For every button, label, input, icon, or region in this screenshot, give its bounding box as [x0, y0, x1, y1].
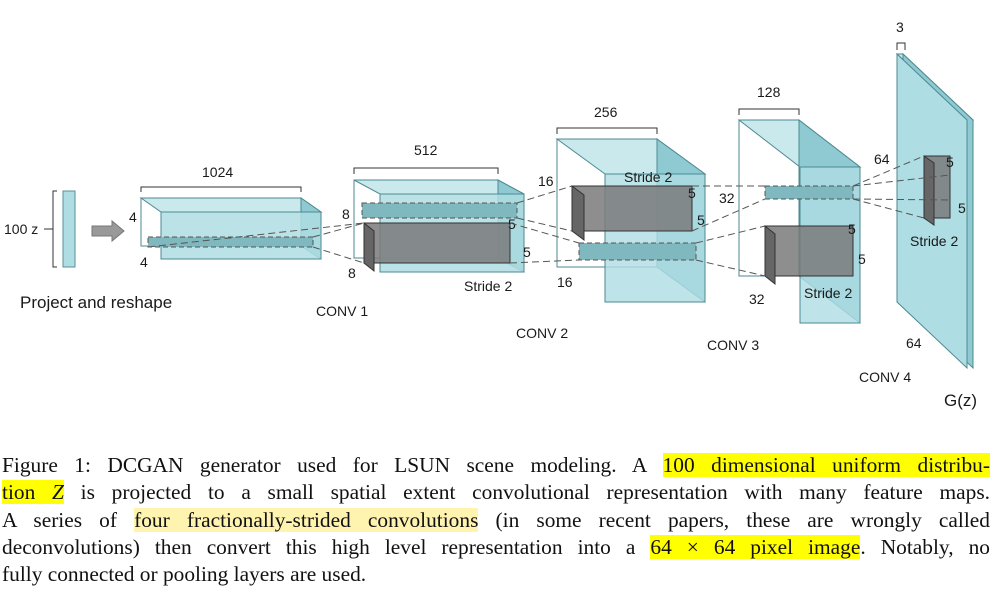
conv1-stride-label: Stride 2: [464, 278, 512, 294]
caption-text: Figure 1: DCGAN generator used for LSUN …: [2, 453, 663, 477]
conv4-name-label: CONV 4: [859, 369, 911, 385]
conv2-w-label: 16: [557, 274, 573, 290]
conv2-block: [555, 127, 707, 303]
conv3-block: [737, 108, 862, 325]
conv1-h-label: 8: [342, 206, 350, 222]
conv4-w-label: 64: [906, 335, 922, 351]
conv3-depth-label: 128: [757, 84, 781, 100]
caption-text: A series of: [2, 507, 135, 532]
caption-text: tion: [2, 480, 53, 505]
caption-text: deconvolutions) then convert this high l…: [2, 534, 651, 559]
caption-line-4: deconvolutions) then convert this high l…: [2, 534, 990, 561]
project-h-label: 4: [129, 209, 137, 225]
conv2-kernel-label: 5: [688, 185, 696, 201]
conv3-h-label: 32: [719, 190, 735, 206]
conv1-kernel-label-2: 5: [523, 244, 531, 260]
project-reshape-label: Project and reshape: [20, 293, 172, 312]
caption-line-3: A series of four fractionally-strided co…: [2, 507, 990, 534]
conv4-output-block: [895, 42, 975, 370]
input-vector: 100 z: [4, 190, 76, 268]
conv1-name-label: CONV 1: [316, 303, 368, 319]
caption-text: . Notably, no: [860, 534, 990, 559]
project-w-label: 4: [140, 254, 148, 270]
caption-highlight: 100 dimensional uniform distribu-: [662, 453, 991, 477]
conv4-depth-label: 3: [896, 19, 904, 35]
caption-highlight: four fractionally-strided convolutions: [134, 507, 479, 532]
caption-highlight: tion Z: [2, 480, 64, 505]
conv3-w-label: 32: [749, 291, 765, 307]
conv2-depth-label: 256: [594, 104, 618, 120]
figure-caption: Figure 1: DCGAN generator used for LSUN …: [2, 452, 991, 588]
conv3-name-label: CONV 3: [707, 337, 759, 353]
projection-lines: [147, 155, 951, 277]
project-depth-label: 1024: [202, 164, 233, 180]
dcgan-generator-diagram: 100 z Project and reshape 1024 4 4 512 8…: [4, 19, 977, 410]
conv3-kernel-label-2: 5: [858, 251, 866, 267]
conv1-w-label: 8: [348, 265, 356, 281]
input-label: 100 z: [4, 221, 38, 237]
conv4-kernel-label: 5: [946, 154, 954, 170]
caption-line-1: Figure 1: DCGAN generator used for LSUN …: [2, 452, 991, 479]
conv4-stride-label: Stride 2: [910, 233, 958, 249]
caption-line-5: fully connected or pooling layers are us…: [2, 562, 367, 587]
conv4-h-label: 64: [874, 151, 890, 167]
caption-line-2: tion Z is projected to a small spatial e…: [2, 479, 990, 506]
conv1-block: [353, 167, 525, 273]
conv2-kernel-label-2: 5: [697, 212, 705, 228]
caption-highlight: 64 × 64 pixel image: [650, 534, 861, 559]
conv2-stride-label: Stride 2: [624, 169, 672, 185]
project-arrow-icon: [91, 219, 125, 243]
caption-text: (in some recent papers, these are wrongl…: [478, 507, 991, 532]
caption-text: is projected to a small spatial extent c…: [63, 480, 991, 505]
project-block: [139, 186, 323, 260]
conv3-stride-label: Stride 2: [804, 285, 852, 301]
conv2-name-label: CONV 2: [516, 325, 568, 341]
conv4-kernel-label-2: 5: [958, 200, 966, 216]
conv1-depth-label: 512: [414, 142, 438, 158]
output-label: G(z): [944, 391, 977, 410]
conv3-kernel-label: 5: [848, 221, 856, 237]
caption-math-z: Z: [52, 480, 64, 505]
conv2-h-label: 16: [538, 173, 554, 189]
